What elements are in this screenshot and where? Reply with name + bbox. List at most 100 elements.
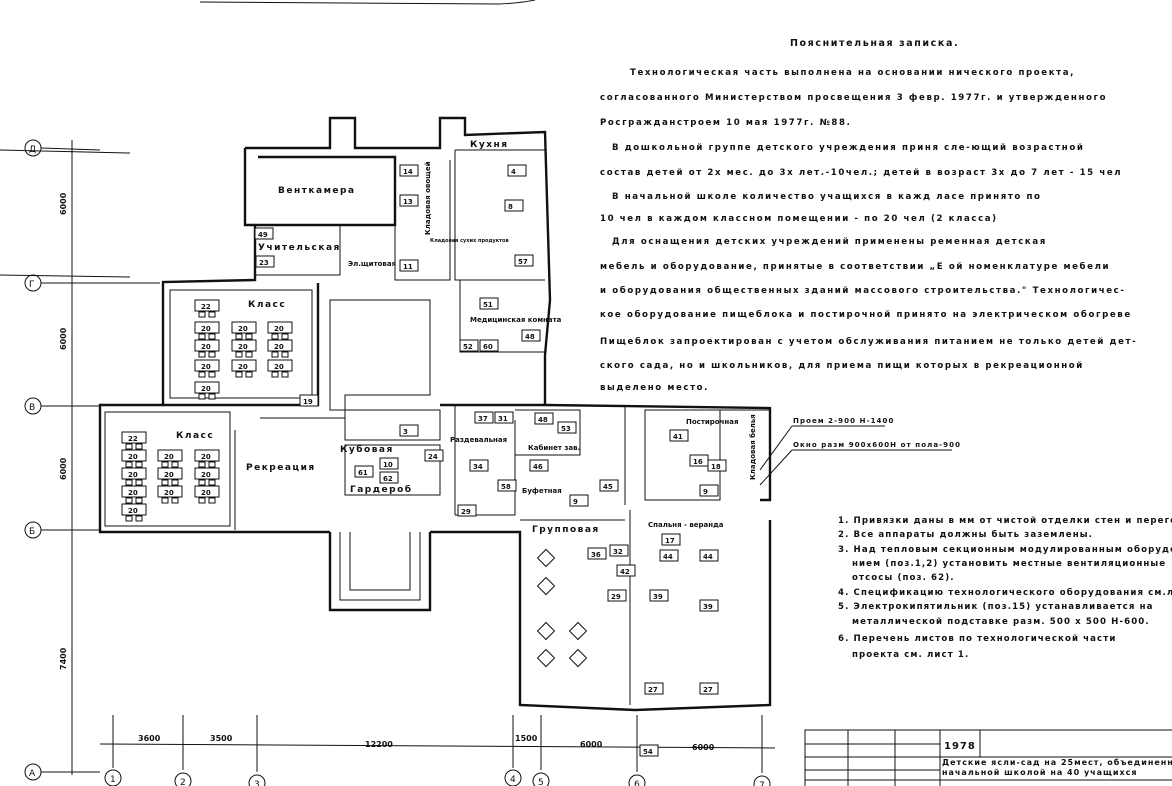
student-desk — [157, 485, 183, 498]
chair — [281, 351, 289, 358]
note-line: согласованного Министерством просвещения… — [600, 93, 1108, 103]
drawing-note: металлической подставке разм. 500 x 500 … — [852, 617, 1150, 627]
equipment-number: 57 — [518, 258, 528, 266]
desk-label: 20 — [201, 489, 211, 497]
chair — [208, 371, 216, 378]
student-desk — [194, 449, 220, 462]
room-label-class-upper: Класс — [248, 300, 286, 310]
desk-label: 22 — [201, 303, 211, 311]
room-label-recreation: Рекреация — [246, 463, 316, 473]
student-desk — [121, 503, 147, 516]
equipment-item — [424, 449, 444, 462]
equipment-item — [616, 564, 636, 577]
drawing-note: отсосы (поз. 62). — [852, 573, 955, 583]
dimension-label: 12200 — [365, 740, 393, 749]
equipment-item — [707, 459, 727, 472]
title-block — [804, 729, 1172, 786]
room-labels: Кухня Венткамера Учительская Эл.щитовая … — [176, 140, 757, 535]
note-line: Технологическая часть выполнена на основ… — [630, 68, 1075, 78]
student-desk — [231, 321, 257, 334]
equipment-item — [569, 494, 589, 507]
chair — [208, 393, 216, 400]
student-desk — [157, 467, 183, 480]
equipment-number: 46 — [533, 463, 543, 471]
equipment-number: 34 — [473, 463, 483, 471]
room-label-medical: Медицинская комната — [470, 316, 562, 324]
teacher-desk — [194, 299, 220, 312]
chair — [125, 479, 133, 486]
desk-label: 20 — [164, 471, 174, 479]
axis-label: А — [29, 769, 36, 779]
chair — [235, 351, 243, 358]
chair — [208, 461, 216, 468]
equipment-number: 27 — [703, 686, 713, 694]
student-desk — [121, 485, 147, 498]
desk-label: 20 — [201, 325, 211, 333]
chair — [171, 479, 179, 486]
note-line: кое оборудование пищеблока и постирочной… — [600, 310, 1132, 320]
equipment-number: 44 — [703, 553, 713, 561]
equipment-item — [254, 227, 274, 240]
equipment-number: 17 — [665, 537, 675, 545]
equipment-item — [299, 394, 319, 407]
room-label-linen: Кладовая белья — [749, 414, 757, 480]
chair — [208, 479, 216, 486]
chair — [125, 497, 133, 504]
drawing-note: 4. Спецификацию технологического оборудо… — [838, 588, 1172, 598]
group-table — [536, 576, 556, 596]
equipment-item — [669, 429, 689, 442]
chair — [245, 351, 253, 358]
column-axes: 3600 3500 12200 1500 6000 6000 1 2 3 4 5… — [99, 715, 776, 786]
student-desk — [194, 359, 220, 372]
axis-label: Б — [29, 527, 35, 537]
equipment-item — [639, 744, 659, 757]
axis-label: 4 — [510, 775, 516, 785]
dimension-label: 6000 — [59, 192, 68, 215]
drawing-note: 2. Все аппараты должны быть заземлены. — [838, 530, 1093, 540]
note-line: В дошкольной группе детского учреждения … — [612, 143, 1085, 153]
chair — [171, 461, 179, 468]
equipment-number: 41 — [673, 433, 683, 441]
equipment-item — [459, 339, 479, 352]
equipment-item — [529, 459, 549, 472]
chair — [135, 515, 143, 522]
note-line: Для оснащения детских учреждений примене… — [612, 237, 1047, 247]
dimension-label: 6000 — [59, 457, 68, 480]
equipment-item — [649, 589, 669, 602]
equipment-item — [255, 255, 275, 268]
desk-label: 20 — [128, 489, 138, 497]
sheet-edge-line — [199, 0, 536, 5]
student-desk — [194, 321, 220, 334]
equipment-number: 49 — [258, 231, 268, 239]
chair — [281, 333, 289, 340]
equipment-number: 45 — [603, 483, 613, 491]
dimension-label: 3600 — [138, 734, 161, 743]
room-label-changing: Раздевальная — [450, 436, 507, 444]
group-table — [568, 648, 588, 668]
student-desk — [194, 339, 220, 352]
room-label-class-lower: Класс — [176, 431, 214, 441]
desk-label: 20 — [201, 343, 211, 351]
equipment-item — [379, 471, 399, 484]
equipment-number: 39 — [653, 593, 663, 601]
equipment-number: 14 — [403, 168, 413, 176]
leader-line — [759, 449, 793, 486]
note-line: 10 чел в каждом классном помещении - по … — [600, 214, 998, 224]
drawing-note: 5. Электрокипятильник (поз.15) устанавли… — [838, 602, 1154, 612]
equipment-item — [699, 549, 719, 562]
chair — [161, 461, 169, 468]
equipment-number: 24 — [428, 453, 438, 461]
row-axes: Д Г В Б А 6000 6000 6000 7400 — [24, 139, 160, 781]
equipment-number: 36 — [591, 551, 601, 559]
chair — [198, 479, 206, 486]
chair — [281, 371, 289, 378]
equipment-item — [399, 259, 419, 272]
student-desk — [194, 485, 220, 498]
equipment-number: 8 — [508, 203, 513, 211]
chair — [208, 311, 216, 318]
chair — [135, 479, 143, 486]
chair — [235, 371, 243, 378]
walls — [98, 116, 772, 712]
